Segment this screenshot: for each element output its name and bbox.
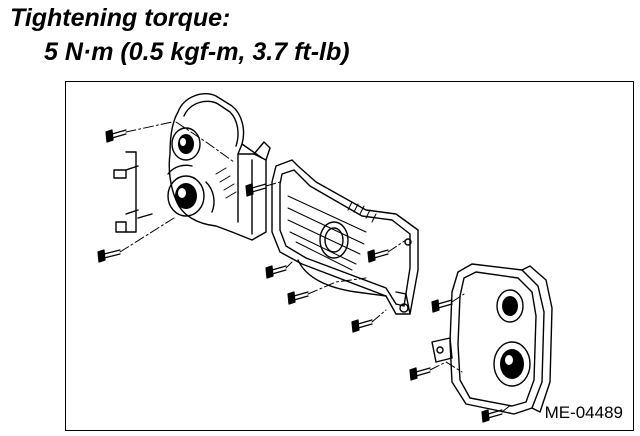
timing-belt-cover-diagram: ME-04489: [65, 81, 634, 431]
torque-title: Tightening torque:: [10, 4, 231, 32]
bolt: [481, 409, 503, 423]
torque-value: 5 N·m (0.5 kgf-m, 3.7 ft-lb): [44, 38, 350, 66]
center-belt-cover: [271, 159, 419, 315]
bolt: [409, 367, 431, 381]
figure-code-label: ME-04489: [544, 403, 623, 422]
left-belt-cover: [113, 93, 271, 241]
bolt: [351, 319, 373, 333]
bolt: [105, 129, 127, 143]
bolt: [431, 299, 453, 313]
right-belt-cover: [431, 263, 553, 415]
bolt: [97, 249, 121, 263]
bolt: [287, 291, 309, 305]
assembly-leader-lines: [119, 121, 513, 413]
bolt: [245, 183, 267, 197]
bolt: [265, 265, 287, 279]
bolts: [97, 129, 503, 423]
bolt: [367, 249, 389, 263]
exploded-view-drawing: [97, 93, 553, 423]
